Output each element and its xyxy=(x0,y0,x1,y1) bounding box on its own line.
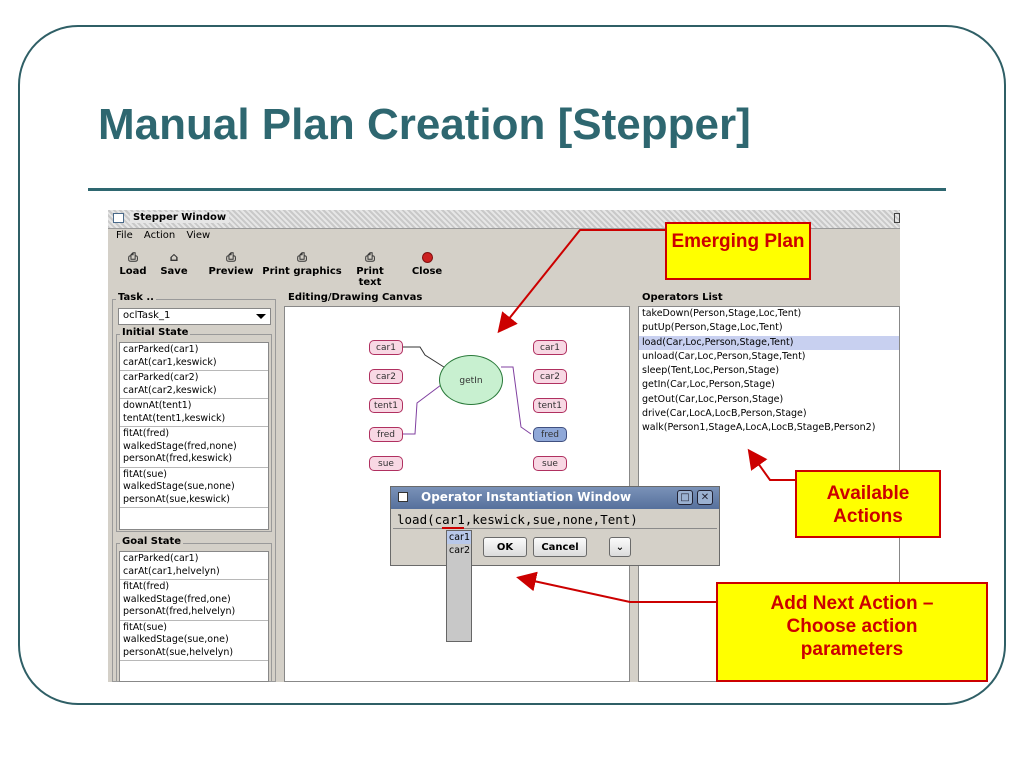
toolbar: ⎙ Load ⌂ Save ⎙ Preview ⎙ Print graphics… xyxy=(108,248,900,288)
dropdown-option[interactable]: car1 xyxy=(447,531,471,544)
initial-state-group xyxy=(116,334,272,532)
list-item[interactable]: carParked(car2) carAt(car2,keswick) xyxy=(120,371,268,399)
object-node[interactable]: fred xyxy=(533,427,567,442)
callout-add-next-action: Add Next Action – Choose action paramete… xyxy=(716,582,988,682)
parameter-dropdown[interactable]: car1 car2 xyxy=(446,530,472,642)
slide-frame xyxy=(18,25,1006,705)
maximize-icon[interactable]: □ xyxy=(677,490,693,505)
cancel-button[interactable]: Cancel xyxy=(533,537,587,557)
print-graphics-label: Print graphics xyxy=(262,266,342,277)
load-button[interactable]: ⎙ Load xyxy=(114,248,152,277)
goal-state-label: Goal State xyxy=(120,536,184,547)
expand-button[interactable]: ⌄ xyxy=(609,537,631,557)
plan-links xyxy=(403,346,532,435)
selected-parameter-underline xyxy=(442,527,464,529)
close-button[interactable]: Close xyxy=(410,248,444,277)
operator-item[interactable]: getOut(Car,Loc,Person,Stage) xyxy=(642,393,784,405)
save-label: Save xyxy=(160,266,188,277)
list-item[interactable]: fitAt(sue) walkedStage(sue,none) personA… xyxy=(120,468,268,508)
chevron-down-icon xyxy=(256,314,266,319)
operator-item[interactable]: putUp(Person,Stage,Loc,Tent) xyxy=(642,322,783,334)
object-node[interactable]: fred xyxy=(369,427,403,442)
object-node[interactable]: car2 xyxy=(369,369,403,384)
print-graphics-icon: ⎙ xyxy=(297,250,307,264)
task-select[interactable]: oclTask_1 xyxy=(118,308,271,325)
callout-emerging-plan: Emerging Plan xyxy=(665,222,811,280)
object-node[interactable]: car1 xyxy=(533,340,567,355)
title-divider xyxy=(88,188,946,191)
operator-item[interactable]: sleep(Tent,Loc,Person,Stage) xyxy=(642,365,780,377)
preview-label: Preview xyxy=(208,266,254,277)
preview-icon: ⎙ xyxy=(226,250,236,264)
operator-item[interactable]: walk(Person1,StageA,LocA,LocB,StageB,Per… xyxy=(642,422,876,434)
print-text-icon: ⎙ xyxy=(365,250,375,264)
object-node[interactable]: tent1 xyxy=(369,398,403,413)
list-item[interactable]: carParked(car1) carAt(car1,keswick) xyxy=(120,343,268,371)
callout-available-actions: Available Actions xyxy=(795,470,941,538)
initial-state-label: Initial State xyxy=(120,327,191,338)
close-icon xyxy=(421,252,433,263)
object-node[interactable]: car1 xyxy=(369,340,403,355)
dialog-titlebar[interactable]: Operator Instantiation Window □ ✕ xyxy=(391,487,719,509)
close-label: Close xyxy=(411,266,443,277)
object-node[interactable]: tent1 xyxy=(533,398,567,413)
chevron-down-icon: ⌄ xyxy=(615,542,625,553)
menu-bar: File Action View xyxy=(108,230,210,246)
window-title: Stepper Window xyxy=(130,212,230,223)
print-text-label: Print text xyxy=(356,266,384,288)
slide-title: Manual Plan Creation [Stepper] xyxy=(98,100,751,149)
list-item[interactable]: carParked(car1) carAt(car1,helvelyn) xyxy=(120,552,268,580)
goal-state-list[interactable]: carParked(car1) carAt(car1,helvelyn) fit… xyxy=(119,551,269,682)
preview-button[interactable]: ⎙ Preview xyxy=(208,248,254,277)
operators-label: Operators List xyxy=(640,292,725,303)
list-item[interactable]: downAt(tent1) tentAt(tent1,keswick) xyxy=(120,399,268,427)
operator-item[interactable]: takeDown(Person,Stage,Loc,Tent) xyxy=(642,308,802,319)
ok-button[interactable]: OK xyxy=(483,537,527,557)
print-graphics-button[interactable]: ⎙ Print graphics xyxy=(262,248,342,277)
canvas-label: Editing/Drawing Canvas xyxy=(286,292,425,303)
load-icon: ⎙ xyxy=(128,250,138,264)
menu-action[interactable]: Action xyxy=(143,230,176,241)
dialog-divider xyxy=(393,528,717,529)
menu-file[interactable]: File xyxy=(116,230,133,241)
operator-item[interactable]: unload(Car,Loc,Person,Stage,Tent) xyxy=(642,350,806,362)
list-item[interactable]: fitAt(fred) walkedStage(fred,one) person… xyxy=(120,580,268,621)
list-item[interactable]: fitAt(sue) walkedStage(sue,one) personAt… xyxy=(120,621,268,661)
save-icon: ⌂ xyxy=(169,250,179,264)
object-node[interactable]: car2 xyxy=(533,369,567,384)
initial-state-list[interactable]: carParked(car1) carAt(car1,keswick) carP… xyxy=(119,342,269,530)
dialog-icon xyxy=(398,492,408,502)
save-button[interactable]: ⌂ Save xyxy=(158,248,190,277)
window-icon xyxy=(113,213,124,223)
operator-item[interactable]: drive(Car,LocA,LocB,Person,Stage) xyxy=(642,408,807,420)
dropdown-option[interactable]: car2 xyxy=(449,545,470,556)
operator-item[interactable]: getIn(Car,Loc,Person,Stage) xyxy=(642,379,775,391)
print-text-button[interactable]: ⎙ Print text xyxy=(344,248,396,288)
load-label: Load xyxy=(119,266,147,277)
menu-view[interactable]: View xyxy=(186,230,211,241)
window-control-icon[interactable] xyxy=(894,213,900,223)
operator-node[interactable]: getIn xyxy=(439,355,503,405)
operator-instantiation-dialog: Operator Instantiation Window □ ✕ load(c… xyxy=(390,486,720,566)
dialog-title: Operator Instantiation Window xyxy=(421,490,632,504)
list-item[interactable]: fitAt(fred) walkedStage(fred,none) perso… xyxy=(120,427,268,468)
object-node[interactable]: sue xyxy=(533,456,567,471)
close-icon[interactable]: ✕ xyxy=(697,490,713,505)
task-select-value: oclTask_1 xyxy=(123,310,171,321)
operator-expression: load(car1,keswick,sue,none,Tent) xyxy=(397,512,638,527)
task-panel-label: Task .. xyxy=(116,292,156,303)
object-node[interactable]: sue xyxy=(369,456,403,471)
operator-item-selected[interactable]: load(Car,Loc,Person,Stage,Tent) xyxy=(639,335,899,350)
